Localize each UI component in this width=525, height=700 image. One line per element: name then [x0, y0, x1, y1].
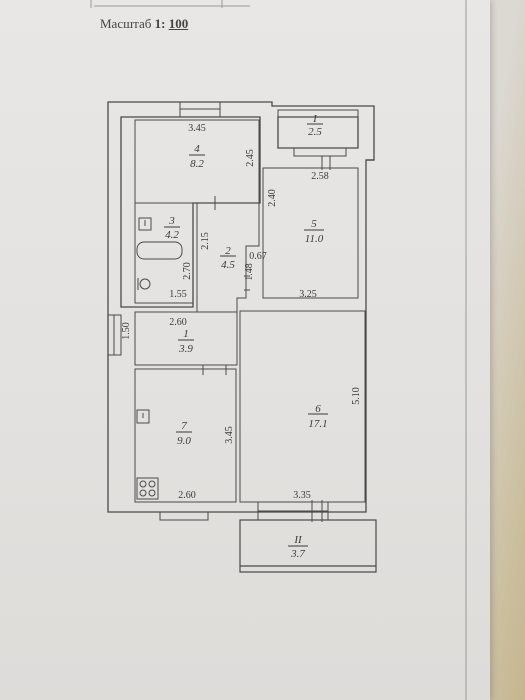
dimension-labels: 3.45 2.58 3.25 1.55 2.60 2.60 3.35 0.67 … [121, 123, 362, 501]
dim-r4-width: 3.45 [188, 123, 206, 134]
dim-r5-bottom: 3.25 [299, 289, 317, 300]
room-4-number: 4 [194, 143, 200, 155]
dim-r6-width: 3.35 [293, 490, 311, 501]
scale-value: 100 [168, 16, 189, 31]
room-6-outline [239, 310, 366, 503]
dim-r2-side: 1.48 [244, 263, 255, 281]
paper-sheet: Масштаб 1: 100 [0, 0, 490, 700]
dim-r7-width: 2.60 [178, 490, 196, 501]
room-6-number: 6 [315, 403, 321, 415]
room-3-outline [134, 202, 194, 304]
room-II-number: II [293, 534, 303, 546]
room-7-number: 7 [181, 420, 187, 432]
room-7-outline [134, 368, 237, 503]
room-II-area: 3.7 [290, 548, 305, 560]
room-5-outline [262, 167, 359, 299]
room-7-area: 9.0 [177, 435, 191, 447]
room-I-number: I [312, 113, 318, 125]
room-5-area: 11.0 [305, 233, 324, 245]
dim-r1-height: 1.50 [121, 322, 132, 340]
dim-r6-height: 5.10 [351, 387, 362, 405]
room-1-area: 3.9 [178, 343, 193, 355]
room-5-number: 5 [311, 218, 317, 230]
page-frame [90, 0, 467, 700]
door-marks [202, 156, 331, 522]
outer-walls [107, 101, 375, 513]
toilet-icon [137, 278, 151, 290]
room-4-area: 8.2 [190, 158, 204, 170]
windows [107, 101, 347, 521]
room-2-number: 2 [225, 245, 231, 257]
stove-icon [136, 477, 159, 500]
room-I-area: 2.5 [308, 126, 322, 138]
dim-r3-height: 2.70 [182, 262, 193, 280]
scale-label: Масштаб 1: 100 [100, 16, 188, 32]
kitchen-sink-icon [136, 409, 150, 424]
room-3-area: 4.2 [165, 229, 179, 241]
dim-r5-top: 2.58 [311, 171, 329, 182]
dim-r2-height: 2.15 [200, 232, 211, 250]
scale-ratio: 1: [154, 16, 166, 31]
room-1-outline [134, 311, 238, 366]
room-2-area: 4.5 [221, 259, 235, 271]
room-1-number: 1 [183, 328, 189, 340]
dim-r5-left: 2.40 [267, 189, 278, 207]
dim-r3-width: 1.55 [169, 289, 187, 300]
room-3-number: 3 [168, 215, 175, 227]
room-6-area: 17.1 [308, 418, 327, 430]
dim-r2-small: 0.67 [249, 251, 267, 262]
scale-word: Масштаб [100, 16, 152, 31]
bathtub-icon [136, 241, 183, 260]
bath-sink-icon [138, 217, 152, 231]
floor-plan: 4 8.2 I 2.5 3 4.2 5 11.0 2 4.5 1 3.9 7 9… [90, 0, 467, 700]
dim-r4-height: 2.45 [245, 149, 256, 167]
dim-r7-height: 3.45 [224, 426, 235, 444]
room-labels: 4 8.2 I 2.5 3 4.2 5 11.0 2 4.5 1 3.9 7 9… [164, 113, 328, 560]
dim-r1-width: 2.60 [169, 317, 187, 328]
